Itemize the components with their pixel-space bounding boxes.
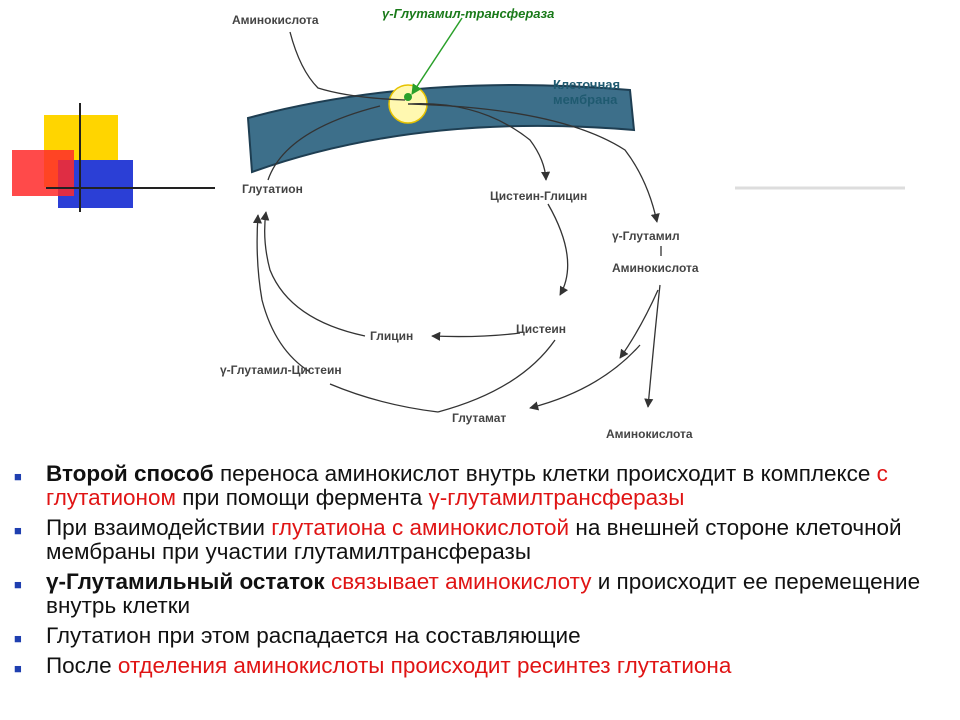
bullet-text-segment: при помощи фермента (175, 485, 429, 510)
label-cys-gly: Цистеин-Глицин (490, 189, 587, 203)
cell-membrane (246, 83, 636, 174)
bullet-item: ■ Глутатион при этом распадается на соста… (8, 624, 948, 648)
label-glutathione: Глутатион (242, 182, 303, 196)
label-cysteine: Цистеин (516, 322, 566, 336)
bullet-text-segment: Глутатион при этом распадается на состав… (46, 623, 581, 648)
label-glutamyl-cys: γ-Глутамил-Цистеин (220, 363, 342, 377)
bullet-text-segment: Второй способ (46, 461, 214, 486)
label-amino-mid: Аминокислота (612, 261, 699, 275)
bullet-marker-icon: ■ (14, 661, 22, 676)
bullet-text-segment: отделения аминокислоты происходит ресинт… (117, 653, 732, 678)
label-glycine: Глицин (370, 329, 413, 343)
bullet-text-segment: с глутатионом (46, 461, 888, 510)
membrane-label-line2: мембрана (553, 92, 618, 107)
bullet-text-segment: γ-глутамилтрансферазы (428, 485, 685, 510)
glutathione-cycle-diagram: γ-Глутамил-трансфераза Клеточная мембран… (12, 6, 905, 441)
enzyme-label: γ-Глутамил-трансфераза (382, 6, 554, 21)
label-amino-top: Аминокислота (232, 13, 319, 27)
bullet-text-segment: переноса аминокислот внутрь клетки проис… (213, 461, 877, 486)
bullet-text-segment: γ-Глутамильный остаток (46, 569, 325, 594)
decorative-squares (12, 103, 905, 212)
bullet-item: ■ После отделения аминокислоты происходит… (8, 654, 948, 678)
label-glutamyl: γ-Глутамил (612, 229, 680, 243)
bullet-list: ■ Второй способ переноса аминокислот внут… (8, 462, 948, 684)
bullet-text-segment: При взаимодействии (46, 515, 272, 540)
bullet-item: ■ Второй способ переноса аминокислот внут… (8, 462, 948, 510)
bullet-text-segment: глутатиона с аминокислотой (271, 515, 570, 540)
label-amino-bottom: Аминокислота (606, 427, 693, 441)
bullet-marker-icon: ■ (14, 631, 22, 646)
bullet-marker-icon: ■ (14, 523, 22, 538)
bullet-text-segment: После (46, 653, 118, 678)
bullet-text-segment: связывает аминокислоту (330, 569, 592, 594)
reaction-arrows (252, 31, 662, 413)
bullet-item: ■ При взаимодействии глутатиона с аминоки… (8, 516, 948, 564)
membrane-label-line1: Клеточная (553, 77, 620, 92)
bullet-marker-icon: ■ (14, 469, 22, 484)
bullet-item: ■ γ-Глутамильный остаток связывает аминок… (8, 570, 948, 618)
bullet-text-segment: на внешней стороне клеточной мембраны пр… (46, 515, 902, 564)
label-glutamate: Глутамат (452, 411, 506, 425)
bullet-marker-icon: ■ (14, 577, 22, 592)
bullet-text-segment: и происходит ее перемещение внутрь клетк… (46, 569, 921, 618)
